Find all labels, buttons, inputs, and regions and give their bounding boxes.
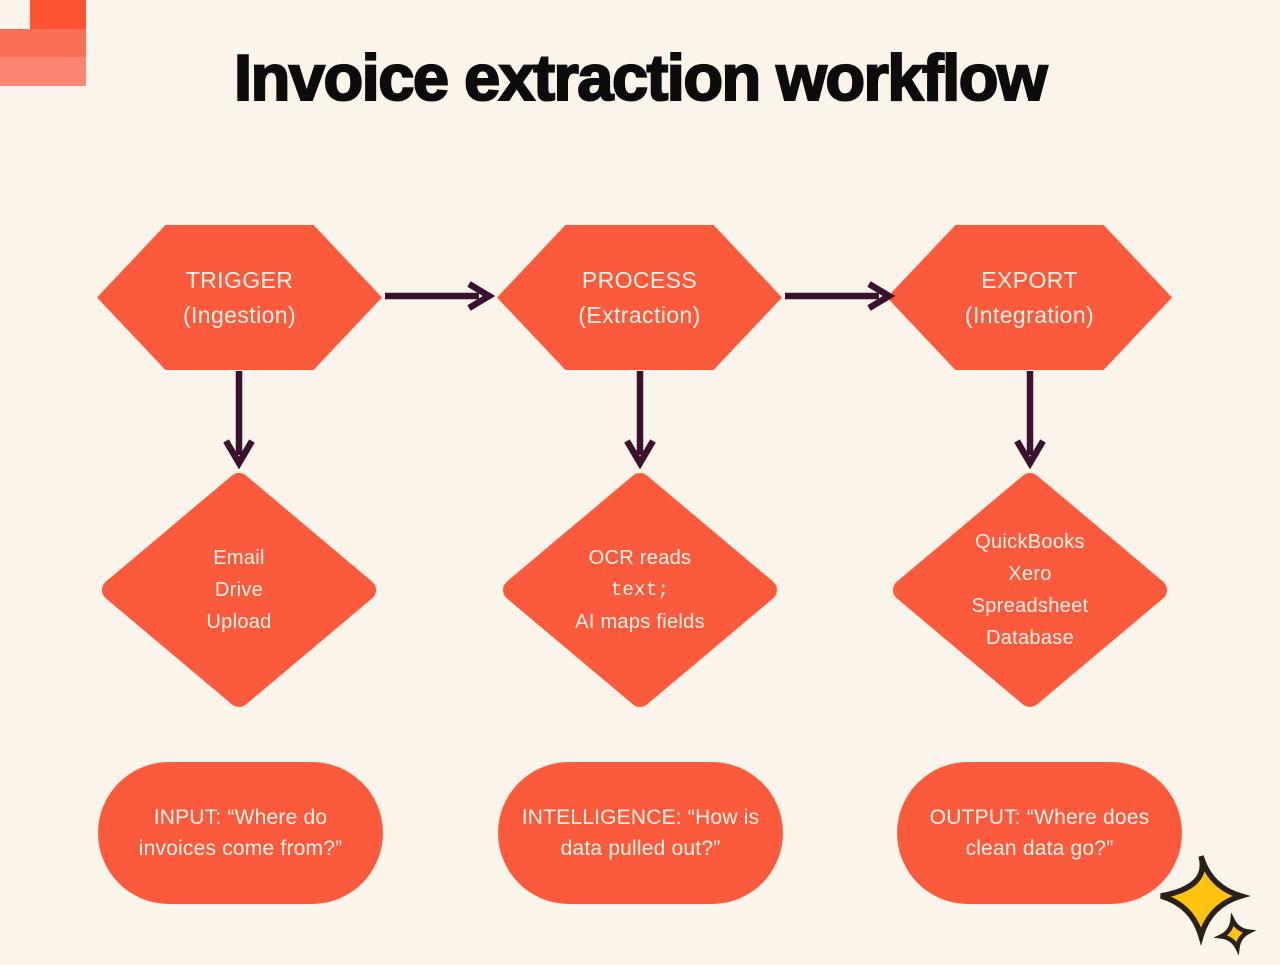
diamond-line: Email [213,547,265,569]
arrow-down-icon [1008,369,1052,476]
diamond-line: AI maps fields [575,611,705,633]
corner-block-light [0,57,86,86]
page-title: Invoice extraction workflow [233,40,1049,115]
diamond-line: QuickBooks [975,531,1085,553]
pill-line: OUTPUT: “Where does [929,806,1150,829]
arrow-right-icon [381,276,497,321]
pill-output-note: OUTPUT: “Where does clean data go?” [897,762,1182,904]
diamond-process-details: OCR reads text; AI maps fields [502,472,778,708]
pill-line: INPUT: “Where do [153,806,328,829]
hexagon-trigger: TRIGGER (Ingestion) [97,225,382,370]
sparkle-icon [1148,850,1266,965]
pill-line: data pulled out?” [560,837,721,860]
hexagon-export: EXPORT (Integration) [887,225,1172,370]
hexagon-process-label: PROCESS [581,266,698,293]
pill-line: clean data go?” [965,837,1114,860]
hexagon-process: PROCESS (Extraction) [497,225,782,370]
hexagon-export-sublabel: (Integration) [964,301,1095,328]
pill-line: INTELLIGENCE: “How is [521,806,760,829]
arrow-down-icon [618,369,662,476]
pill-input-note: INPUT: “Where do invoices come from?” [98,762,383,904]
sparkle-icon-large [1160,855,1251,946]
diamond-line-mono: text; [610,579,670,601]
diamond-line: OCR reads [588,547,692,569]
diamond-line: Xero [1008,563,1052,585]
hexagon-export-label: EXPORT [981,266,1078,293]
corner-block-dark [30,0,86,29]
diamond-line: Drive [214,579,264,601]
diamond-trigger-sources: Email Drive Upload [101,472,377,708]
arrow-down-icon [217,369,261,476]
hexagon-trigger-label: TRIGGER [185,266,294,293]
arrow-right-icon [781,276,897,321]
hexagon-process-sublabel: (Extraction) [578,301,701,328]
pill-line: invoices come from?” [138,837,343,860]
corner-block-mid [0,29,86,57]
sparkle-icon-small [1213,912,1257,956]
pill-intelligence-note: INTELLIGENCE: “How is data pulled out?” [498,762,783,904]
diamond-line: Upload [206,611,272,633]
diamond-export-destinations: QuickBooks Xero Spreadsheet Database [892,472,1168,708]
diamond-line: Spreadsheet [971,595,1089,617]
hexagon-trigger-sublabel: (Ingestion) [182,301,297,328]
diamond-line: Database [985,627,1074,649]
